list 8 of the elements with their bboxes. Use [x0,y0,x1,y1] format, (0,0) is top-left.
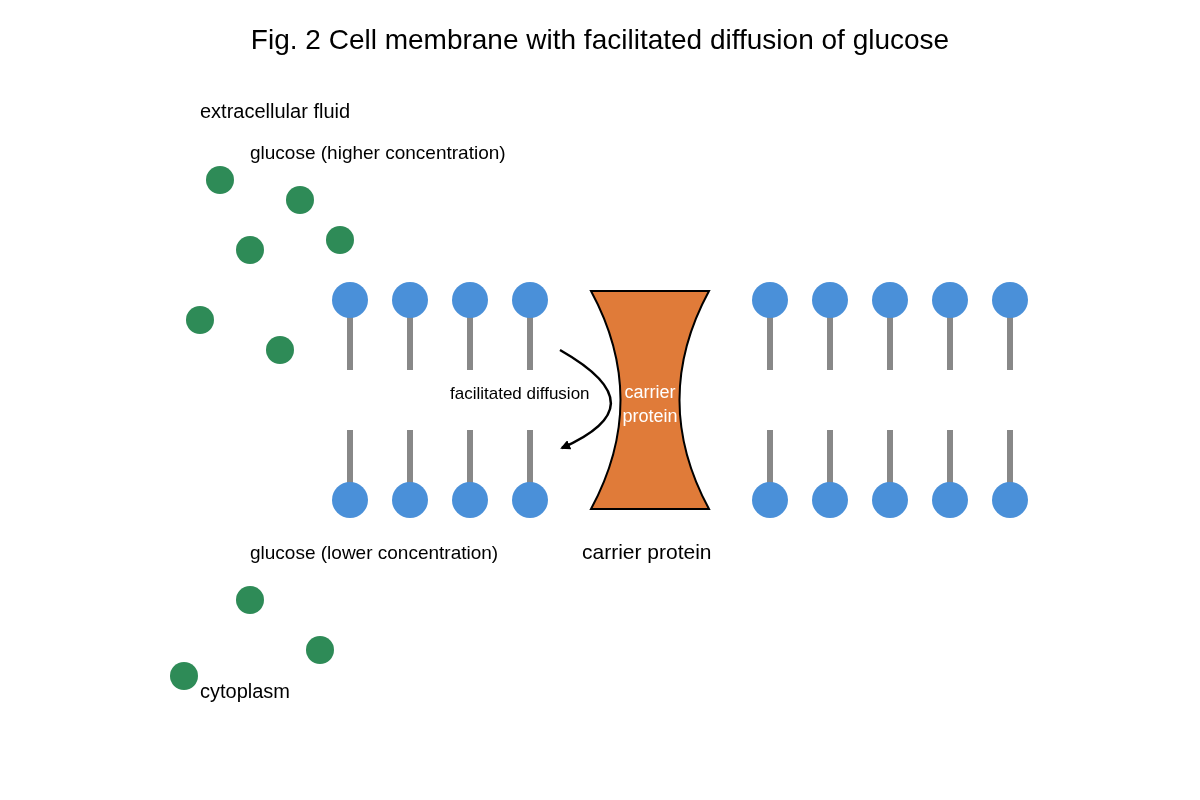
protein-label: carrier protein [621,381,679,428]
molecule-label: glucose (lower concentration) [250,542,499,564]
region-label: cytoplasm [200,680,291,703]
figure-title: Fig. 2 Cell membrane with facilitated diffusion of glucose [249,24,951,56]
region-label: extracellular fluid [200,100,351,123]
process-label: facilitated diffusion [450,384,590,404]
molecule-label: glucose (higher concentration) [250,142,506,164]
protein-caption: carrier protein [582,540,712,564]
